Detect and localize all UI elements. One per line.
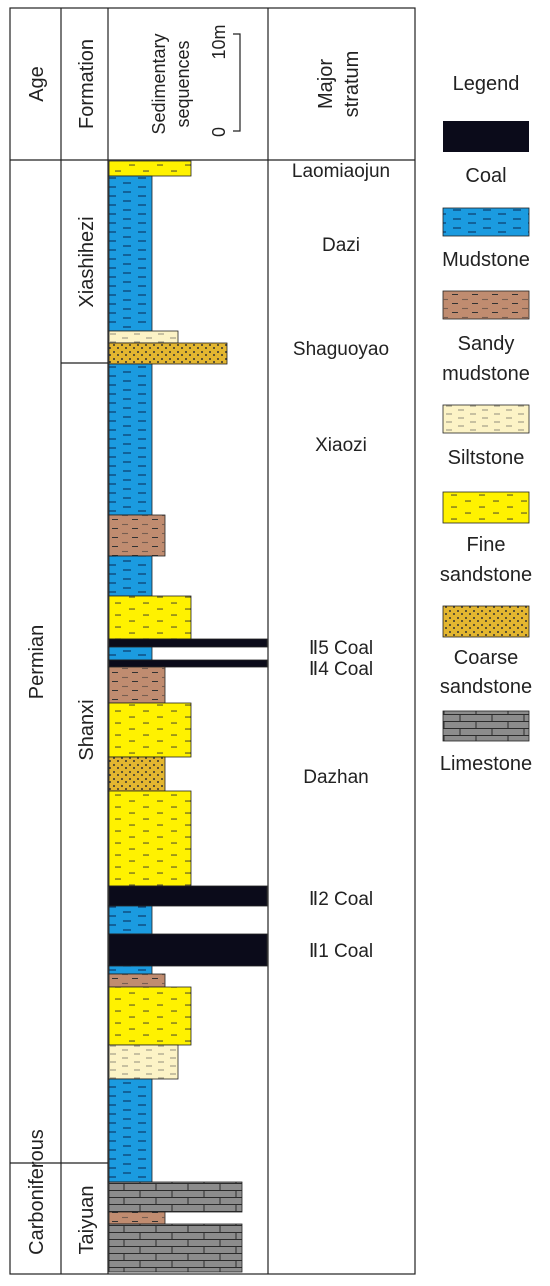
legend-swatch-limestone bbox=[442, 710, 530, 742]
header-stratum-line2: stratum bbox=[341, 51, 363, 118]
header-sequences-line2: sequences bbox=[173, 40, 193, 127]
legend-label-sandy-line2: mudstone bbox=[442, 363, 530, 385]
legend-label-coarse-line1: Coarse bbox=[454, 647, 518, 669]
stratum-label-ii2-coal: Ⅱ2 Coal bbox=[309, 889, 373, 910]
layer-mudstone bbox=[108, 646, 153, 661]
layer-sandy-mudstone bbox=[108, 666, 166, 704]
layer-mudstone bbox=[108, 363, 153, 516]
layer-siltstone bbox=[108, 330, 179, 344]
header-scale-ten: 10m bbox=[209, 24, 229, 59]
legend-label-siltstone: Siltstone bbox=[448, 447, 525, 469]
column-table-frame bbox=[9, 7, 416, 1275]
layer-coarse-sandstone bbox=[108, 342, 228, 365]
layer-limestone bbox=[108, 1223, 243, 1273]
layer-sandy-mudstone bbox=[108, 514, 166, 557]
legend: Legend Coal Mudstone Sandy mudstone Silt… bbox=[440, 73, 532, 775]
legend-label-fine-line2: sandstone bbox=[440, 564, 532, 586]
stratum-label-ii4-coal: Ⅱ4 Coal bbox=[309, 659, 373, 680]
layer-sandy-mudstone bbox=[108, 1211, 166, 1225]
legend-swatch-siltstone bbox=[442, 404, 530, 434]
stratum-label-ii5-coal: Ⅱ5 Coal bbox=[309, 638, 373, 659]
legend-label-mudstone: Mudstone bbox=[442, 249, 530, 271]
formation-label-xiashihezi: Xiashihezi bbox=[76, 216, 98, 307]
layer-siltstone bbox=[108, 1044, 179, 1080]
legend-swatch-mudstone bbox=[442, 207, 530, 237]
header-stratum-line1: Major bbox=[315, 59, 337, 109]
legend-title: Legend bbox=[453, 73, 520, 95]
legend-swatch-sandy-mudstone bbox=[442, 290, 530, 320]
stratum-label-dazi: Dazi bbox=[322, 235, 360, 256]
layer-coal-ii2 bbox=[108, 885, 268, 907]
header-formation: Formation bbox=[76, 39, 98, 129]
legend-label-sandy-line1: Sandy bbox=[458, 333, 515, 355]
formation-label-shanxi: Shanxi bbox=[76, 699, 98, 760]
layer-sandy-mudstone bbox=[108, 973, 166, 988]
legend-label-coarse-line2: sandstone bbox=[440, 676, 532, 698]
layer-fine-sandstone bbox=[108, 595, 192, 640]
layer-coarse-sandstone bbox=[108, 756, 166, 792]
layer-mudstone bbox=[108, 1078, 153, 1183]
stratum-label-xiaozi: Xiaozi bbox=[315, 435, 367, 456]
layer-fine-sandstone bbox=[108, 702, 192, 758]
header-sequences-line1: Sedimentary bbox=[149, 33, 169, 134]
legend-swatch-coal bbox=[443, 121, 529, 152]
legend-swatch-coarse-sandstone bbox=[442, 605, 530, 638]
layer-coal-ii5 bbox=[108, 638, 268, 648]
legend-label-fine-line1: Fine bbox=[467, 534, 506, 556]
layer-coal-ii1 bbox=[108, 933, 268, 967]
legend-label-limestone: Limestone bbox=[440, 753, 532, 775]
stratum-label-ii1-coal: Ⅱ1 Coal bbox=[309, 941, 373, 962]
layer-fine-sandstone bbox=[108, 790, 192, 887]
stratum-label-laomiaojun: Laomiaojun bbox=[292, 161, 390, 182]
age-label-carboniferous: Carboniferous bbox=[26, 1129, 48, 1255]
sedimentary-column bbox=[108, 160, 268, 1273]
formation-label-taiyuan: Taiyuan bbox=[76, 1186, 98, 1255]
header-age: Age bbox=[26, 66, 48, 102]
layer-mudstone bbox=[108, 175, 153, 332]
layer-limestone bbox=[108, 1181, 243, 1213]
stratum-label-dazhan: Dazhan bbox=[303, 767, 369, 788]
layer-mudstone bbox=[108, 555, 153, 597]
layer-fine-sandstone bbox=[108, 160, 192, 177]
stratum-label-shaguoyao: Shaguoyao bbox=[293, 339, 389, 360]
layer-fine-sandstone bbox=[108, 986, 192, 1046]
layer-mudstone bbox=[108, 905, 153, 935]
legend-label-coal: Coal bbox=[465, 165, 506, 187]
layer-coal-ii4 bbox=[108, 659, 268, 668]
layer-mudstone bbox=[108, 965, 153, 975]
age-label-permian: Permian bbox=[26, 625, 48, 699]
scale-bar bbox=[233, 33, 241, 132]
header-scale-zero: 0 bbox=[209, 127, 229, 137]
legend-swatch-fine-sandstone bbox=[442, 491, 530, 524]
